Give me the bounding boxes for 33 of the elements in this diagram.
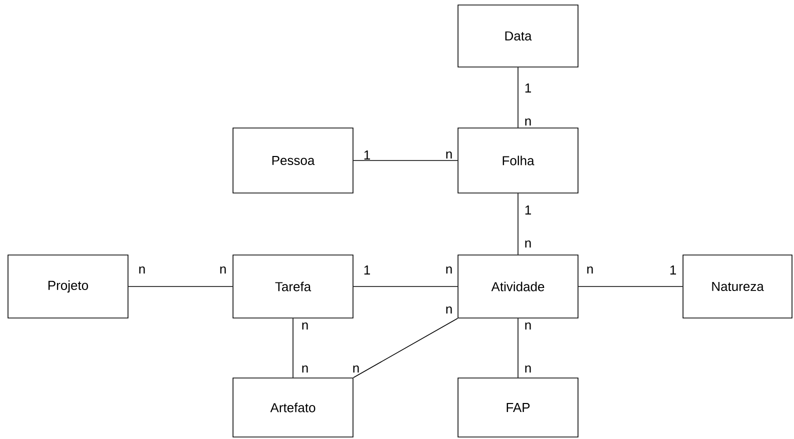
entity-box: Tarefa — [232, 254, 354, 318]
cardinality-label: 1 — [364, 266, 370, 274]
relationship-line — [578, 286, 683, 287]
entity-box: Folha — [458, 128, 578, 194]
cardinality-label: n — [446, 152, 452, 158]
cardinality-label: n — [525, 366, 531, 372]
entity-box: Atividade — [458, 254, 578, 318]
relationship-line — [353, 318, 458, 378]
cardinality-label: n — [525, 118, 531, 126]
cardinality-label: 1 — [525, 84, 531, 92]
entity-box: FAP — [458, 378, 578, 438]
cardinality-label: 1 — [364, 150, 370, 160]
cardinality-label: n — [587, 266, 593, 274]
relationship-line — [292, 318, 294, 378]
cardinality-label: 1 — [670, 266, 676, 274]
cardinality-label: n — [302, 322, 308, 330]
relationship-line — [353, 286, 458, 287]
entity-box: Natureza — [682, 254, 792, 318]
cardinality-label: n — [525, 240, 531, 248]
entity-box: Pessoa — [232, 128, 354, 194]
cardinality-label: 1 — [525, 206, 531, 214]
relationship-line — [128, 286, 233, 287]
entity-box: Projeto — [8, 254, 128, 318]
relationship-line — [353, 160, 458, 161]
cardinality-label: n — [446, 266, 452, 274]
cardinality-label: n — [139, 266, 145, 274]
entity-box: Data — [458, 4, 578, 68]
cardinality-label: n — [220, 266, 226, 274]
cardinality-label: n — [302, 366, 308, 372]
entity-box: Artefato — [232, 378, 354, 438]
cardinality-label: n — [446, 306, 452, 314]
cardinality-label: n — [525, 322, 531, 330]
cardinality-label: n — [353, 366, 359, 372]
